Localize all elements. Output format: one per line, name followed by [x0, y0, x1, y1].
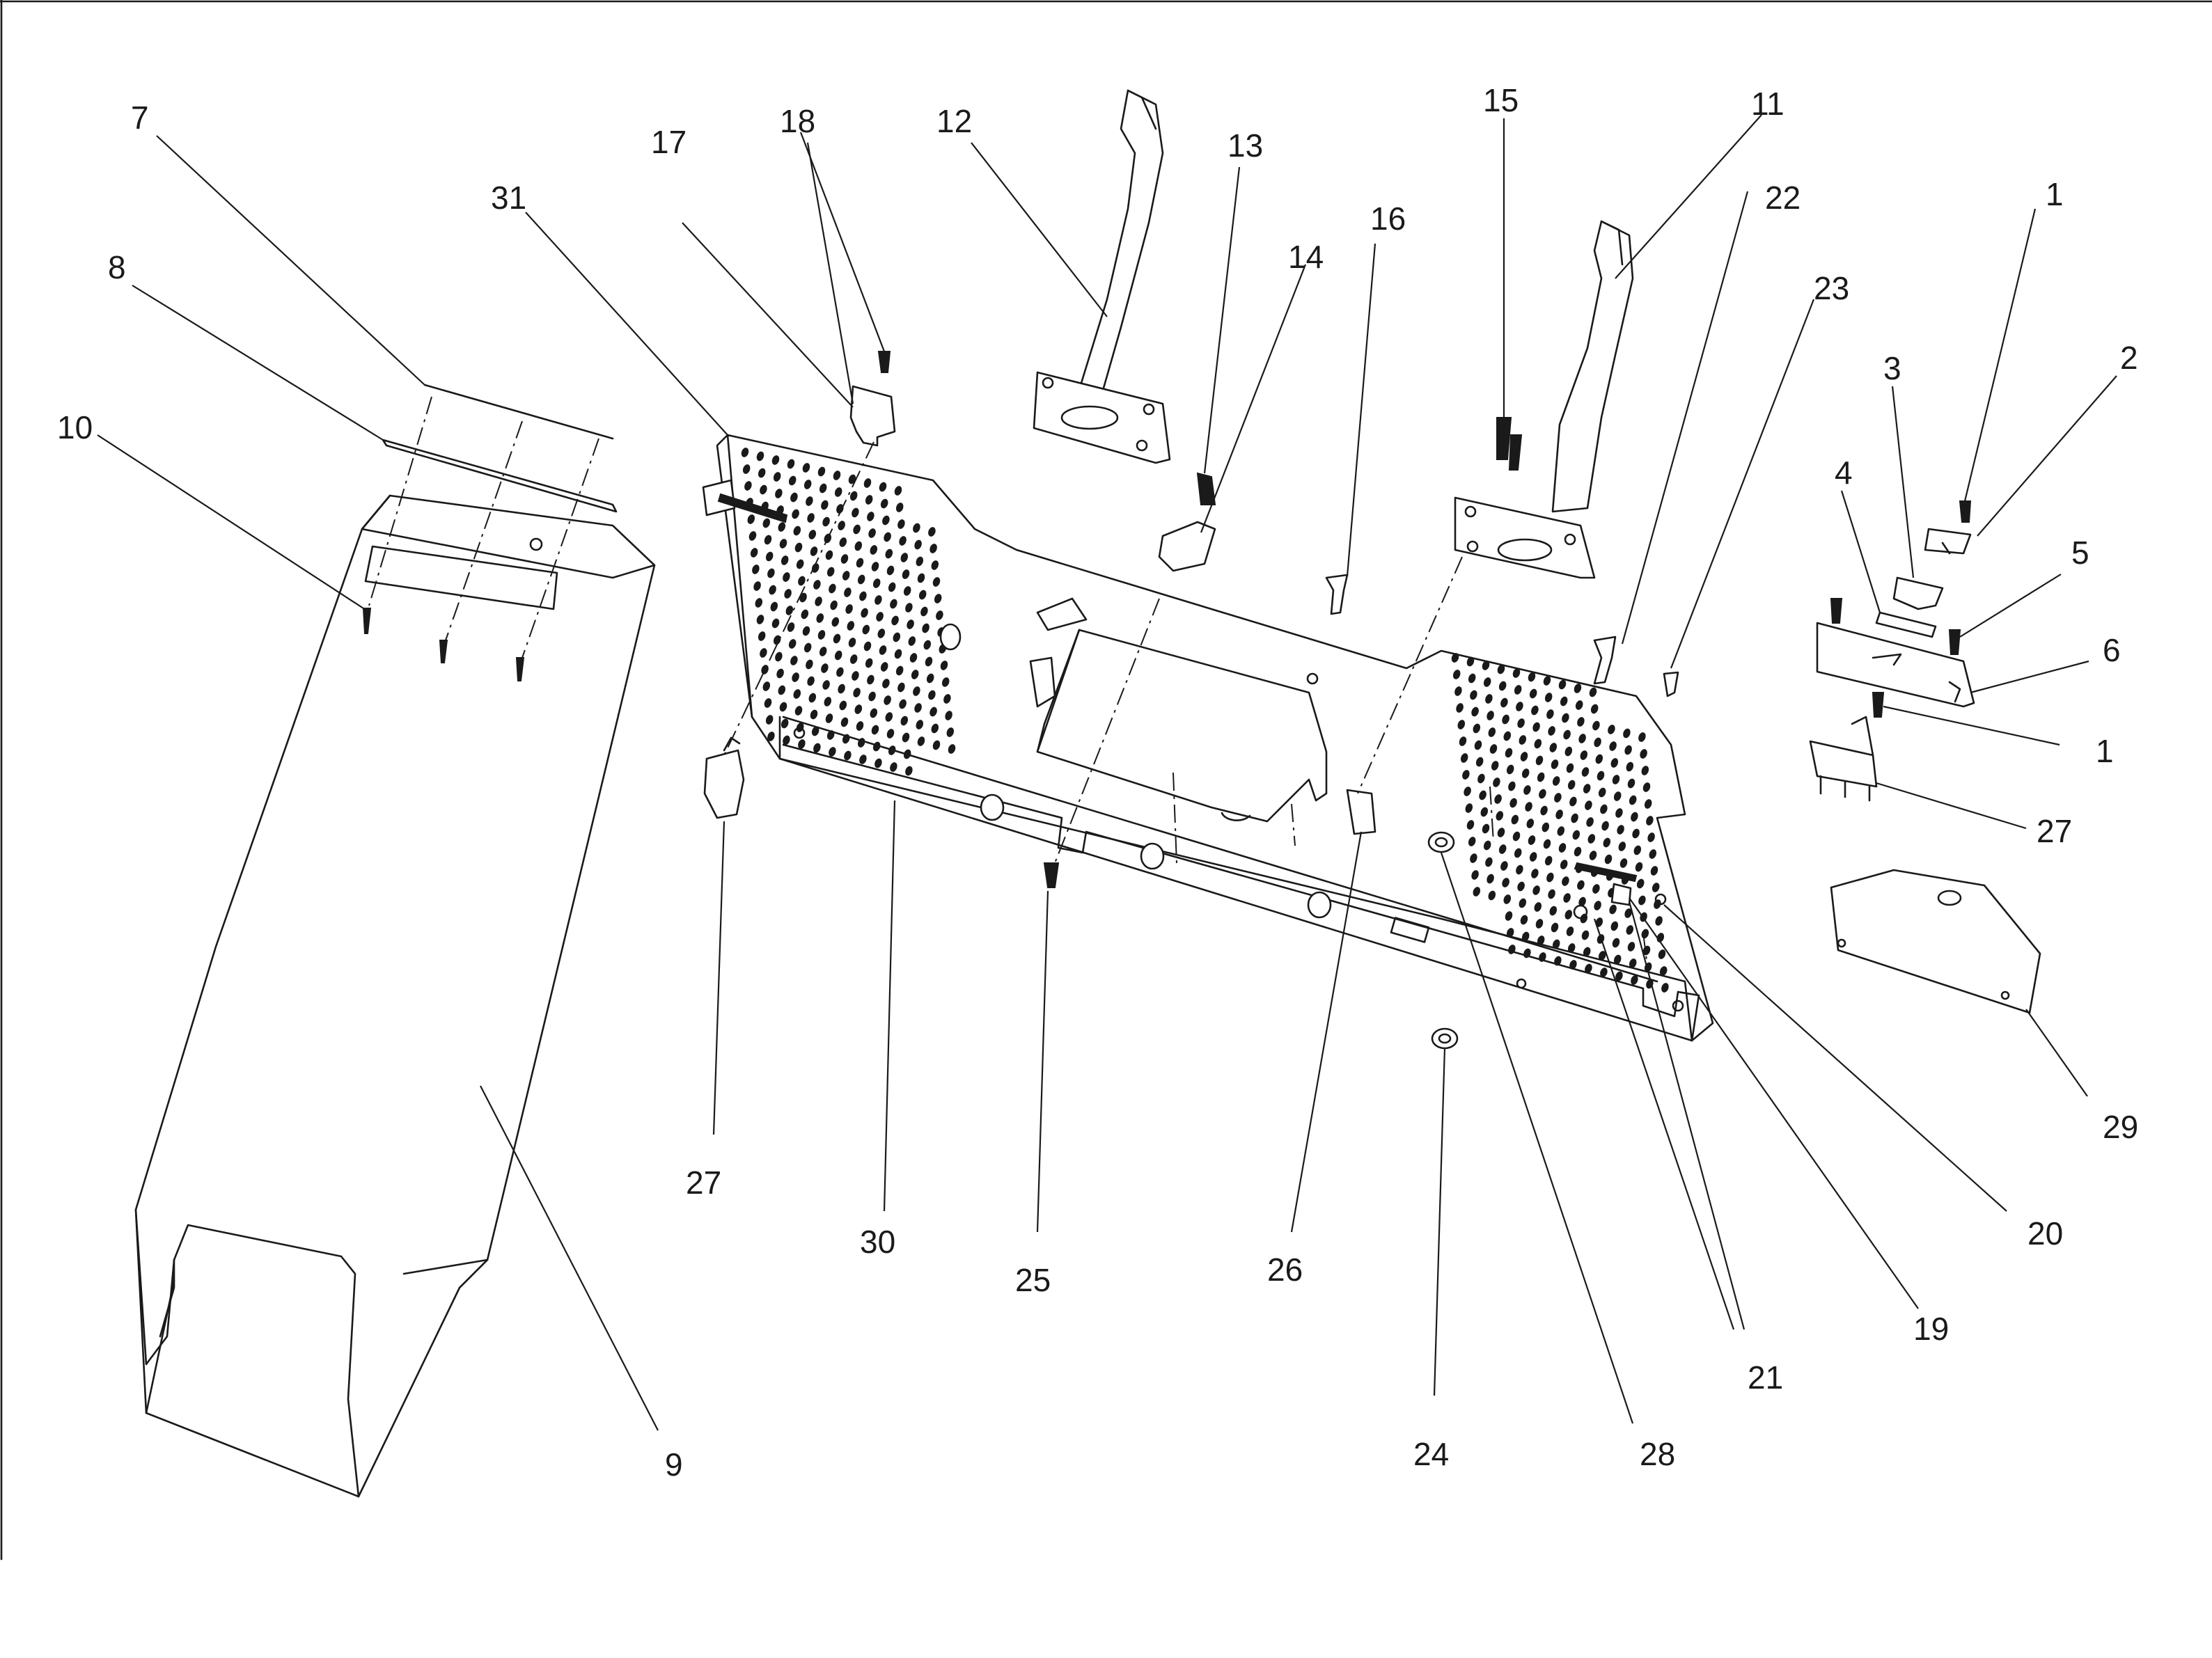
- part-15-bolts: [1496, 417, 1523, 471]
- part-3-clip: [1892, 576, 1944, 610]
- callout-12: 12: [936, 103, 972, 139]
- assembly-axes-cover: [368, 396, 599, 658]
- callout-16: 16: [1370, 200, 1406, 237]
- callout-27b: 27: [2037, 813, 2072, 849]
- callout-13: 13: [1227, 127, 1263, 164]
- callout-6: 6: [2103, 632, 2121, 668]
- callout-10: 10: [57, 409, 93, 445]
- callout-21: 21: [1748, 1359, 1783, 1396]
- callout-4: 4: [1835, 455, 1853, 491]
- part-22-bolt: [1593, 635, 1617, 685]
- part-7-strip: [423, 384, 614, 440]
- page-frame: [0, 0, 2212, 1561]
- part-4-strip: [1875, 611, 1937, 638]
- callout-18: 18: [780, 103, 815, 139]
- part-5-screws: [1830, 598, 1961, 655]
- callout-8: 8: [108, 249, 126, 285]
- callout-28: 28: [1640, 1436, 1675, 1472]
- part-17-clip: [849, 385, 896, 447]
- callout-17: 17: [651, 124, 687, 160]
- leader-lines: [97, 114, 2117, 1431]
- perforation-left: [741, 448, 956, 776]
- part-11-handle: [1454, 220, 1634, 579]
- part-25-screw: [1043, 862, 1060, 888]
- part-27-switch-right: [1809, 716, 1878, 802]
- callout-27a: 27: [686, 1164, 721, 1201]
- part-12-handle: [1033, 89, 1171, 464]
- callout-1b: 1: [2096, 733, 2114, 769]
- callout-2: 2: [2120, 340, 2138, 376]
- part-19-part-21-latch: [1573, 862, 1667, 919]
- callout-14: 14: [1288, 239, 1324, 275]
- callout-22: 22: [1765, 180, 1801, 216]
- callout-24: 24: [1413, 1436, 1449, 1472]
- assembly-axes-panel: [723, 441, 1647, 961]
- part-31-main-panel: [716, 434, 1714, 1042]
- part-2-clip: [1924, 528, 1972, 555]
- part-29-plate: [1830, 869, 2041, 1014]
- part-9-cover-panel: [134, 494, 656, 1498]
- central-duct: [1036, 629, 1328, 823]
- callout-25: 25: [1015, 1262, 1051, 1298]
- part-8-strip: [382, 439, 618, 513]
- callout-labels: 1 1 2 3 4 5 6 7 8 9 10 11 12 13 14 15 16…: [57, 82, 2138, 1483]
- part-23-screw: [1663, 671, 1679, 697]
- callout-20: 20: [2027, 1215, 2063, 1252]
- part-16-bolt: [1325, 574, 1349, 615]
- panel-grommets: [702, 479, 1332, 919]
- callout-7: 7: [131, 100, 149, 136]
- callout-1a: 1: [2046, 176, 2064, 212]
- callout-31: 31: [491, 180, 526, 216]
- part-27-switch-left: [703, 736, 745, 819]
- perforation-right: [1451, 653, 1669, 993]
- part-24-grommet: [1431, 1027, 1459, 1050]
- callout-30: 30: [860, 1224, 895, 1260]
- part-1-screws: [1872, 500, 1972, 718]
- part-14-clip: [1158, 521, 1216, 572]
- part-10-screws: [362, 608, 525, 681]
- callout-26: 26: [1267, 1252, 1303, 1288]
- callout-11: 11: [1751, 86, 1784, 122]
- part-13-bolt: [1196, 472, 1216, 505]
- part-28-grommet: [1427, 831, 1455, 853]
- callout-5: 5: [2071, 535, 2089, 571]
- callout-9: 9: [665, 1446, 683, 1483]
- callout-29: 29: [2103, 1109, 2138, 1145]
- callout-3: 3: [1883, 350, 1901, 386]
- callout-19: 19: [1913, 1311, 1949, 1347]
- part-26-bracket: [1346, 789, 1376, 835]
- callout-23: 23: [1814, 270, 1849, 306]
- callout-15: 15: [1483, 82, 1519, 118]
- part-18-screw: [877, 351, 891, 373]
- part-6-bracket-plate: [1816, 622, 1975, 708]
